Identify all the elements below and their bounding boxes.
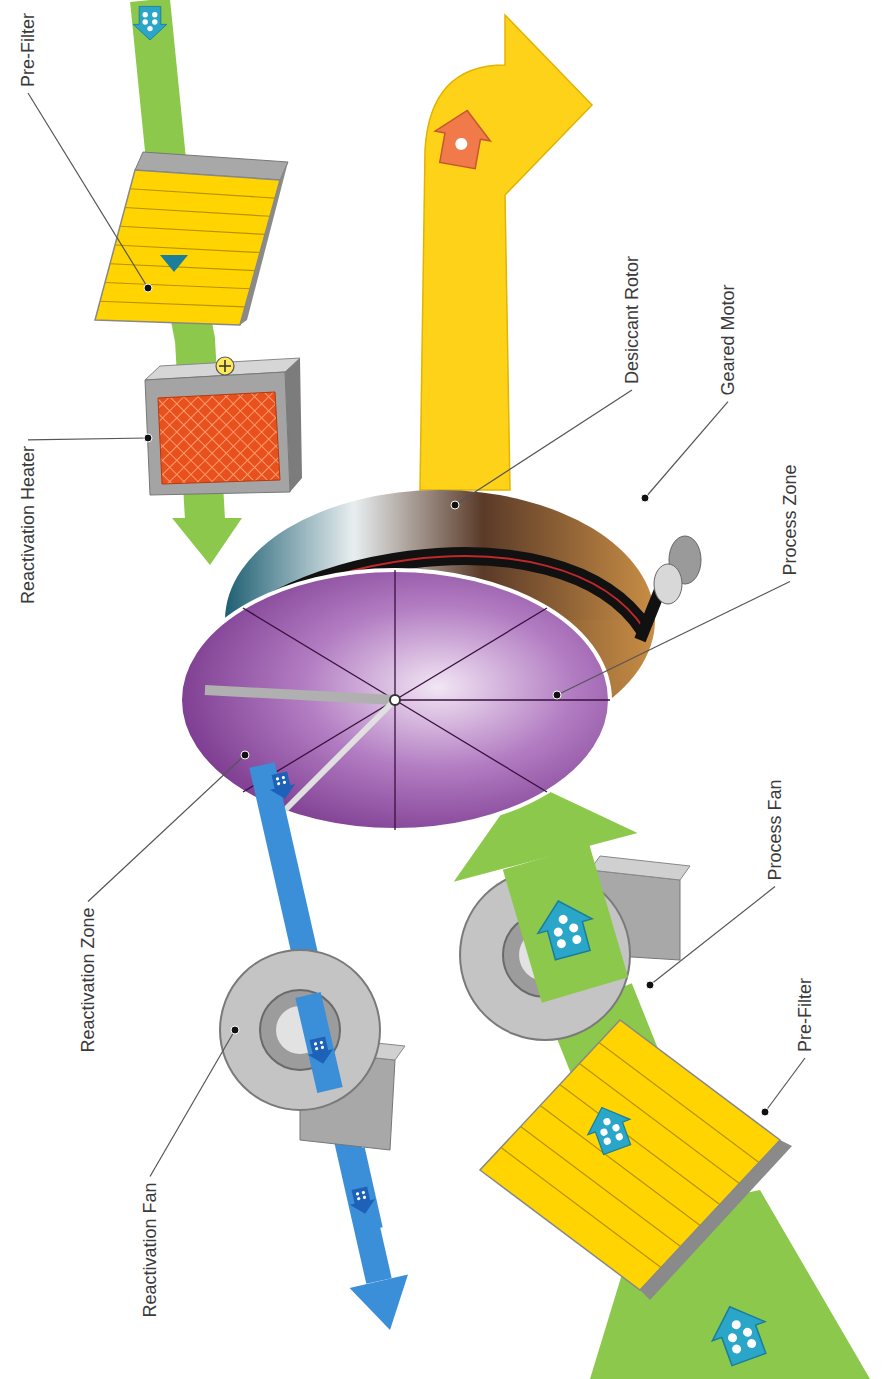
part-label: Process Zone (780, 464, 800, 575)
leader-line (455, 390, 632, 505)
part-label: Pre-Filter (18, 13, 38, 87)
desiccant-rotor (394, 570, 395, 700)
pre-filter (100, 301, 245, 307)
reactivation-fan (267, 770, 298, 801)
part-label: Reactivation Zone (78, 907, 98, 1052)
part-label: Reactivation Heater (18, 446, 38, 604)
dry-air-arrow (420, 15, 592, 490)
dry-air-arrow (420, 15, 592, 490)
pre-filter (100, 189, 275, 307)
leader-line (557, 582, 790, 695)
pre-filter (160, 255, 188, 272)
leader-dot (144, 434, 152, 442)
part-label: Pre-Filter (795, 978, 815, 1052)
desiccant-rotor (285, 700, 395, 810)
pre-filter (130, 189, 275, 198)
desiccant-rotor (180, 570, 610, 830)
desiccant-rotor (394, 700, 395, 830)
leader-dot (641, 494, 649, 502)
reactivation-heater (219, 360, 231, 372)
leader-line (765, 1058, 805, 1112)
desiccant-rotor (395, 608, 547, 700)
desiccant-rotor (395, 699, 610, 700)
pre-filter (95, 152, 288, 325)
pre-filter (480, 1020, 792, 1300)
pre-filter (110, 264, 255, 271)
leader-line (28, 438, 148, 440)
leader-line (650, 887, 775, 985)
geared-motor (640, 536, 701, 640)
pre-filter (501, 1148, 661, 1268)
leader-line (150, 1030, 235, 1176)
process-air-arrow (454, 780, 638, 1157)
leader-line (645, 402, 728, 498)
pre-filter (579, 1064, 739, 1184)
pre-filter (560, 1085, 720, 1205)
part-label: Desiccant Rotor (622, 256, 642, 384)
part-label: Process Fan (765, 779, 785, 880)
reactivation-heater (158, 392, 280, 484)
desiccant-rotor (205, 690, 395, 700)
leader-dot (231, 1026, 239, 1034)
reactivation-fan (347, 1185, 378, 1216)
pre-filter (501, 1043, 759, 1268)
desiccant-rotor (243, 608, 395, 700)
process-fan (460, 856, 690, 1040)
reactivation-fan (220, 950, 380, 1110)
process-air-arrow (703, 1297, 775, 1369)
reactivation-fan (220, 770, 405, 1230)
dry-air-arrow (430, 106, 495, 171)
leader-dot (451, 501, 459, 509)
process-air-arrow (581, 1100, 638, 1157)
desiccant-rotor (390, 695, 400, 705)
process-air-arrow (531, 894, 600, 963)
pre-filter (120, 226, 265, 234)
reactivation-air-arrow (133, 6, 167, 40)
reactivation-heater (216, 357, 234, 375)
desiccant-rotor (243, 570, 610, 830)
leader-dot (646, 981, 654, 989)
desiccant-rotor (180, 490, 655, 830)
pre-filter (125, 208, 270, 217)
reactivation-heater (145, 357, 302, 495)
leader-line (88, 755, 245, 901)
leader-dot (144, 284, 152, 292)
desiccant-rotor (395, 700, 547, 792)
pre-filter (480, 1020, 780, 1290)
leader-dot (241, 751, 249, 759)
geared-motor (654, 564, 682, 604)
leader-line (28, 93, 148, 288)
part-label: Reactivation Fan (140, 1182, 160, 1317)
exhaust-air-arrow (350, 1275, 408, 1331)
reactivation-fan (305, 1035, 336, 1066)
process-fan (590, 856, 690, 880)
leader-dot (553, 691, 561, 699)
reactivation-heater (145, 372, 290, 495)
part-label: Geared Motor (718, 284, 738, 395)
reactivation-air-arrow (172, 518, 242, 565)
pre-filter (105, 283, 250, 289)
leader-dot (761, 1108, 769, 1116)
pre-filter (115, 245, 260, 253)
